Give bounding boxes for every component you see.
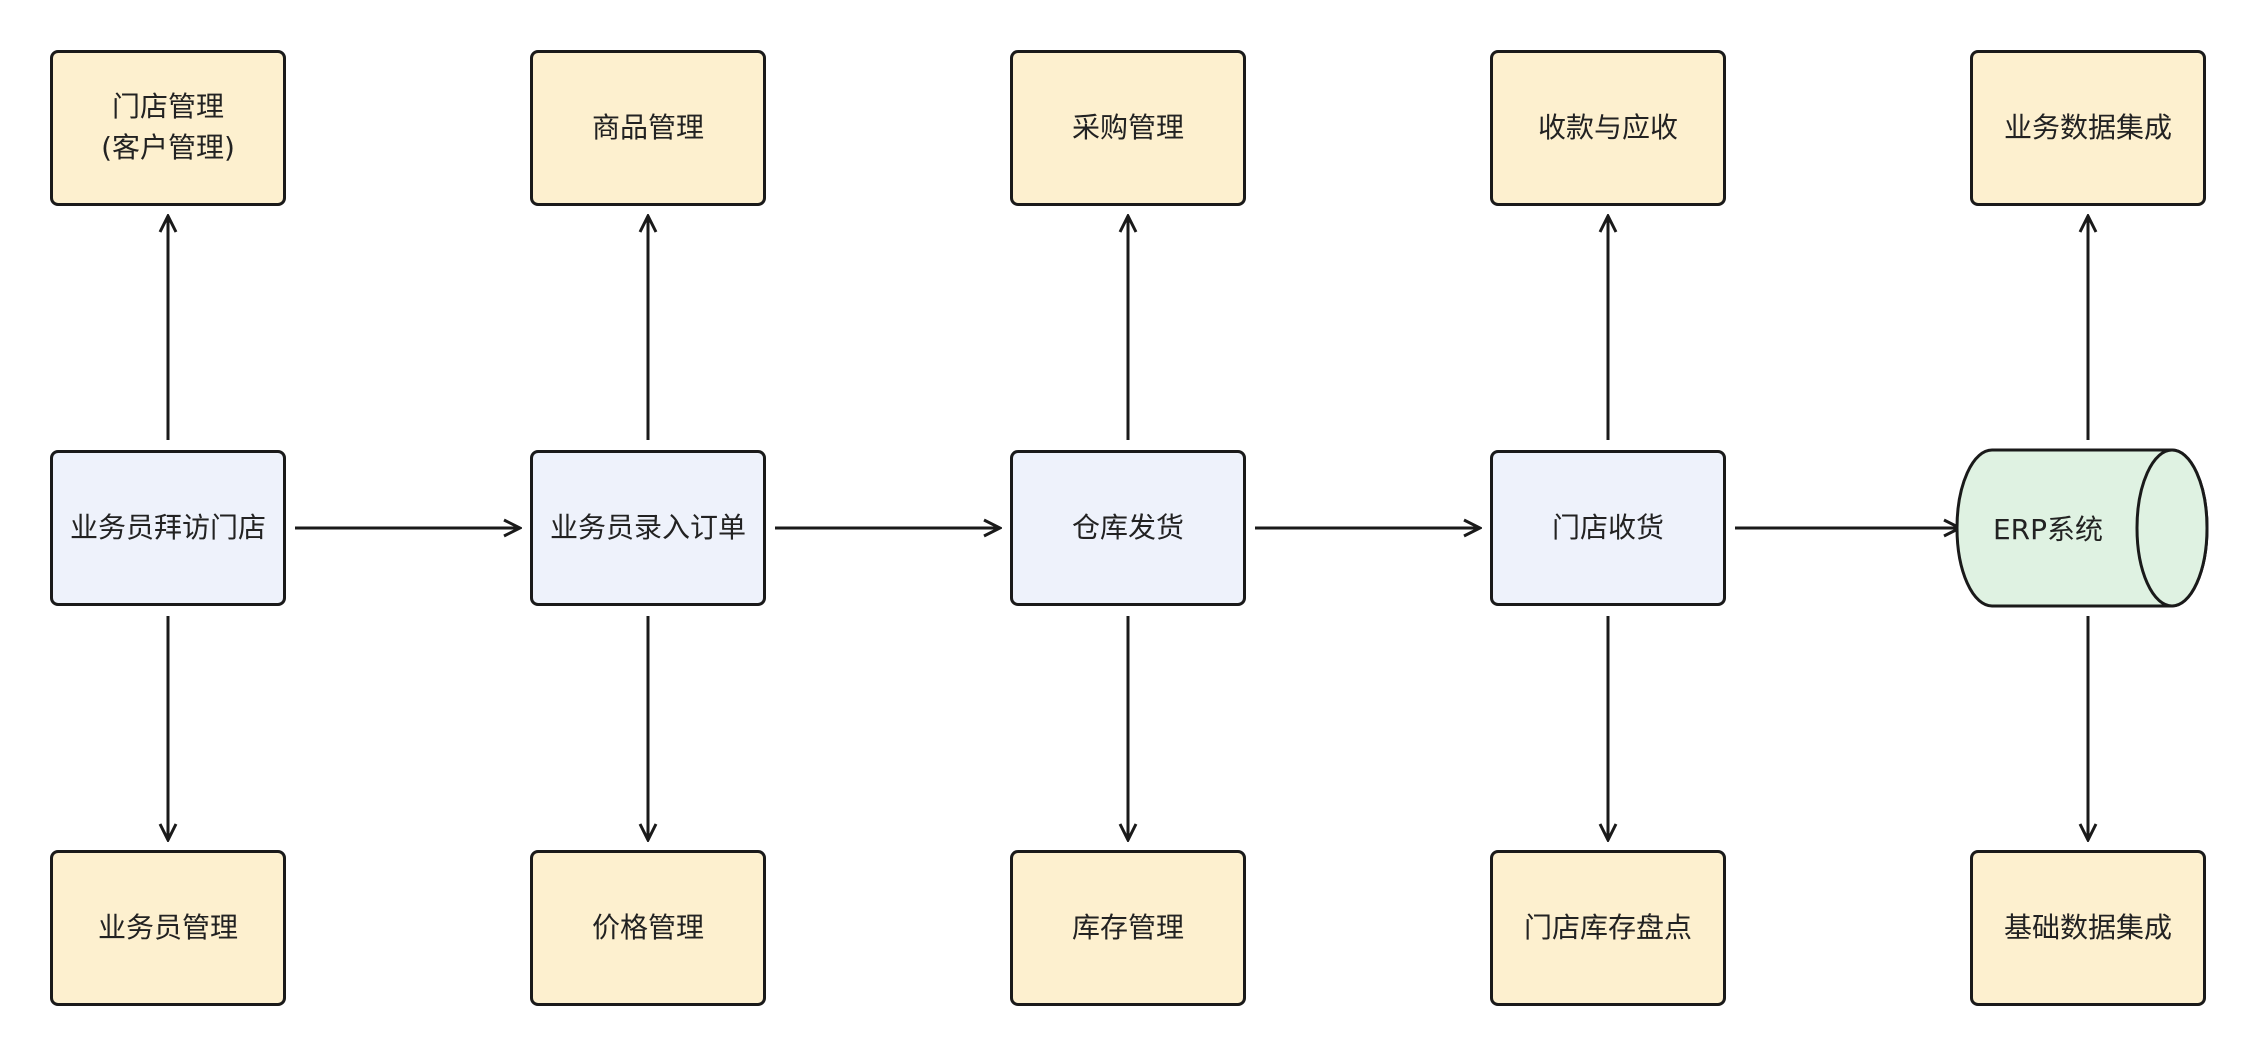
salesman-management-node: 业务员管理	[50, 850, 286, 1006]
business-data-integration-label: 业务数据集成	[2003, 110, 2172, 144]
price-management-label: 价格管理	[591, 910, 704, 944]
purchase-management-label: 采购管理	[1071, 110, 1184, 144]
salesman-visit-store-node: 业务员拜访门店	[50, 450, 286, 606]
salesman-management-label: 业务员管理	[97, 910, 238, 944]
salesman-visit-store-label: 业务员拜访门店	[69, 510, 266, 544]
base-data-integration-label: 基础数据集成	[2003, 910, 2172, 944]
payment-receivable-label: 收款与应收	[1537, 110, 1678, 144]
inventory-management-node: 库存管理	[1010, 850, 1246, 1006]
inventory-management-label: 库存管理	[1071, 910, 1184, 944]
price-management-node: 价格管理	[530, 850, 766, 1006]
store-management-node: 门店管理 (客户管理)	[50, 50, 286, 206]
purchase-management-node: 采购管理	[1010, 50, 1246, 206]
base-data-integration-node: 基础数据集成	[1970, 850, 2206, 1006]
store-stocktake-label: 门店库存盘点	[1523, 910, 1692, 944]
store-receiving-label: 门店收货	[1551, 510, 1664, 544]
salesman-enter-order-label: 业务员录入订单	[549, 510, 746, 544]
customer-management-label: (客户管理)	[101, 131, 235, 164]
payment-receivable-node: 收款与应收	[1490, 50, 1726, 206]
business-data-integration-node: 业务数据集成	[1970, 50, 2206, 206]
product-management-label: 商品管理	[591, 110, 704, 144]
store-receiving-node: 门店收货	[1490, 450, 1726, 606]
warehouse-shipping-node: 仓库发货	[1010, 450, 1246, 606]
warehouse-shipping-label: 仓库发货	[1071, 510, 1184, 544]
erp-system-cylinder	[1955, 448, 2209, 608]
salesman-enter-order-node: 业务员录入订单	[530, 450, 766, 606]
erp-system-label: ERP系统	[1992, 513, 2104, 546]
product-management-node: 商品管理	[530, 50, 766, 206]
store-management-label: 门店管理	[111, 90, 224, 124]
store-stocktake-node: 门店库存盘点	[1490, 850, 1726, 1006]
